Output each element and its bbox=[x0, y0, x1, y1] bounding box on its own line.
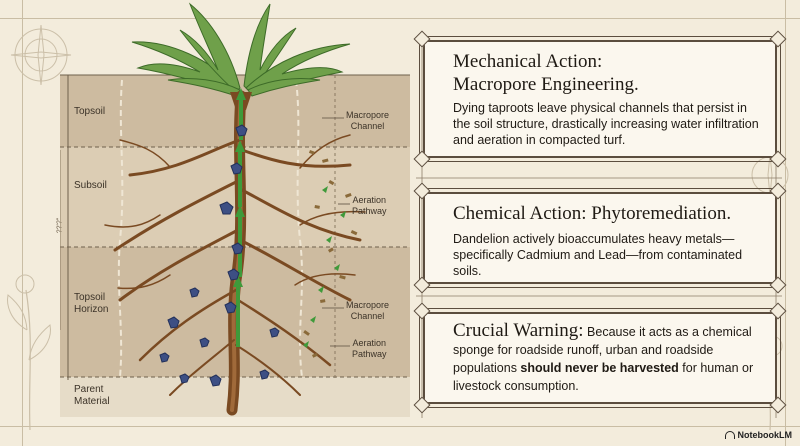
brand-watermark: NotebookLM bbox=[724, 430, 793, 440]
card-title-line2: Macropore Engineering. bbox=[453, 74, 639, 95]
warning-emphasis: should never be harvested bbox=[520, 361, 679, 375]
frame-line-top bbox=[0, 18, 800, 19]
callout-macropore-channel-lower: Macropore Channel bbox=[346, 300, 390, 321]
card-title-line1: Mechanical Action: bbox=[453, 51, 603, 72]
callout-macropore-channel-upper: Macropore Channel bbox=[346, 110, 390, 131]
card-chemical-action: Chemical Action: Phytoremediation. Dande… bbox=[413, 182, 787, 294]
layer-label-topsoil-horizon: Topsoil Horizon bbox=[74, 292, 109, 315]
card-crucial-warning: Crucial Warning: Because it acts as a ch… bbox=[413, 302, 787, 414]
card-title: Chemical Action: Phytoremediation. bbox=[453, 203, 732, 224]
notebooklm-logo-icon bbox=[724, 431, 735, 439]
card-body: Dying taproots leave physical channels t… bbox=[453, 101, 759, 147]
brand-name: NotebookLM bbox=[737, 430, 793, 440]
compass-sketch-icon bbox=[10, 24, 72, 86]
plant-sketch-left-icon bbox=[7, 274, 51, 430]
card-body: Crucial Warning: Because it acts as a ch… bbox=[453, 320, 763, 395]
callout-leaders bbox=[322, 117, 350, 347]
warning-text-part1: Because it acts as a chemical sponge for… bbox=[453, 325, 752, 375]
card-title: Mechanical Action: Macropore Engineering… bbox=[453, 50, 763, 96]
card-title: Crucial Warning: bbox=[453, 320, 584, 341]
card-mechanical-action: Mechanical Action: Macropore Engineering… bbox=[413, 30, 787, 168]
card-body: Dandelion actively bioaccumulates heavy … bbox=[453, 232, 743, 278]
warning-text-part2: for human or livestock consumption. bbox=[453, 361, 754, 393]
layer-label-topsoil: Topsoil bbox=[74, 106, 106, 117]
callout-aeration-pathway-upper: Aeration Pathway bbox=[352, 195, 387, 216]
callout-aeration-pathway-lower: Aeration Pathway bbox=[352, 338, 387, 359]
dandelion-plant bbox=[104, 2, 366, 416]
root-diagram: Topsoil Subsoil Topsoil Horizon Parent M… bbox=[56, 0, 410, 420]
frame-line-bottom bbox=[0, 426, 800, 427]
frame-line-left bbox=[22, 0, 23, 446]
frame-line-right bbox=[785, 0, 786, 446]
layer-label-subsoil: Subsoil bbox=[74, 180, 107, 191]
layer-label-parent-material: Parent Material bbox=[74, 384, 110, 407]
